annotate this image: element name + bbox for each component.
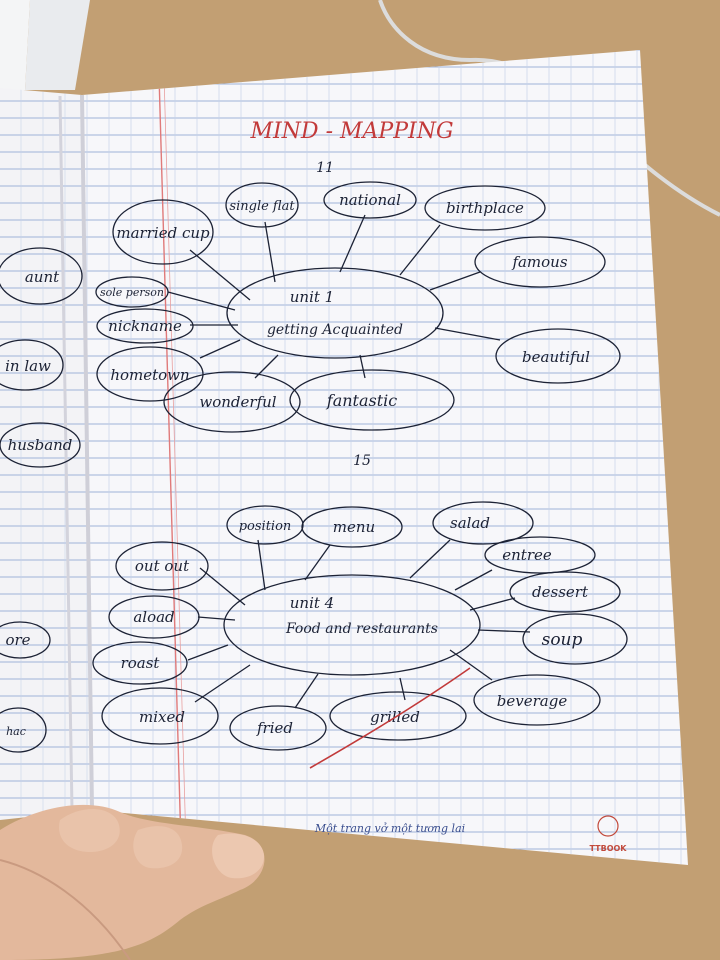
mindmap-1-node: beautiful xyxy=(495,328,621,384)
left-page-fragments: aunt in law husband ore hac xyxy=(0,247,83,753)
mindmap-1-node: nickname xyxy=(96,308,194,344)
mindmap-2-center xyxy=(223,574,481,676)
hand xyxy=(0,804,265,960)
mindmap-1-node: single flat xyxy=(225,182,299,228)
svg-text:soup: soup xyxy=(542,630,583,650)
mindmap-2-center-line2: Food and restaurants xyxy=(285,621,438,637)
svg-text:aload: aload xyxy=(133,608,174,626)
svg-text:nickname: nickname xyxy=(108,317,182,335)
mindmap-2-node: dessert xyxy=(509,571,621,613)
svg-text:famous: famous xyxy=(511,253,567,271)
svg-text:dessert: dessert xyxy=(532,583,589,601)
svg-text:fantastic: fantastic xyxy=(326,391,397,410)
mindmap-2-node: aload xyxy=(108,595,200,639)
svg-text:hometown: hometown xyxy=(110,366,189,384)
svg-text:menu: menu xyxy=(333,518,375,536)
mindmap-2-node: out out xyxy=(115,541,209,591)
svg-text:roast: roast xyxy=(121,654,161,672)
svg-text:TTBOOK: TTBOOK xyxy=(590,844,628,853)
margin-line xyxy=(157,50,183,865)
svg-text:mixed: mixed xyxy=(139,708,185,726)
mindmap-1-node: famous xyxy=(474,236,606,288)
mindmap-2-node: mixed xyxy=(101,687,219,745)
mindmap-1-center-line1: unit 1 xyxy=(290,288,334,306)
svg-text:single flat: single flat xyxy=(229,199,295,214)
mindmap-2-node: soup xyxy=(522,613,628,665)
mindmap-1-center-line2: getting Acquainted xyxy=(267,322,403,338)
mindmap-1-node: sole person xyxy=(95,276,169,308)
mindmap-2-center-line1: unit 4 xyxy=(290,594,334,612)
mindmap-2-node: position xyxy=(226,505,304,545)
mindmap-1-node: wonderful xyxy=(163,371,301,433)
svg-text:hac: hac xyxy=(6,725,26,738)
mindmap-2-node: fried xyxy=(229,705,327,751)
mindmap-2-connectors xyxy=(187,539,531,709)
mindmap-1-center xyxy=(226,267,444,359)
mindmap-1-node: married cup xyxy=(112,199,214,265)
svg-text:salad: salad xyxy=(450,514,490,532)
svg-text:beverage: beverage xyxy=(497,692,568,710)
mindmap-1-number: 11 xyxy=(316,160,334,176)
svg-text:entree: entree xyxy=(502,546,552,564)
svg-text:sole person: sole person xyxy=(100,286,164,299)
mindmap-1-node: birthplace xyxy=(424,185,546,231)
svg-text:fried: fried xyxy=(256,719,293,737)
mindmap-1-node: fantastic xyxy=(289,369,455,431)
right-page xyxy=(80,50,688,865)
mindmap-1-node: hometown xyxy=(96,346,204,402)
footer-slogan: Một trang vở một tương lai xyxy=(314,822,465,835)
mindmap-unit-1: 11 unit 1 getting Acquainted married cup xyxy=(95,160,621,433)
svg-text:in law: in law xyxy=(5,357,51,375)
red-pen-stroke xyxy=(309,667,471,769)
mindmap-2-node: menu xyxy=(301,506,403,548)
page-title: MIND - MAPPING xyxy=(249,119,453,144)
mindmap-2-node: entree xyxy=(484,536,596,574)
mindmap-1-node: national xyxy=(323,181,417,219)
svg-text:husband: husband xyxy=(8,436,73,454)
mindmap-unit-4: 15 unit 4 Food and restaurants out out p… xyxy=(92,453,628,769)
mindmap-2-node: salad xyxy=(432,501,534,545)
svg-text:ore: ore xyxy=(5,631,30,649)
svg-text:beautiful: beautiful xyxy=(522,348,590,366)
mindmap-2-number: 15 xyxy=(353,453,371,469)
svg-text:position: position xyxy=(239,519,292,534)
svg-text:national: national xyxy=(339,191,401,209)
svg-text:aunt: aunt xyxy=(25,268,60,286)
mindmap-2-node: beverage xyxy=(473,674,601,726)
book-corner xyxy=(25,0,90,90)
svg-text:wonderful: wonderful xyxy=(199,393,276,411)
svg-text:married cup: married cup xyxy=(116,224,210,242)
svg-text:out out: out out xyxy=(135,557,190,575)
mindmap-2-node: roast xyxy=(92,641,188,685)
svg-text:birthplace: birthplace xyxy=(446,199,524,217)
ttbook-logo: TTBOOK xyxy=(590,815,628,853)
